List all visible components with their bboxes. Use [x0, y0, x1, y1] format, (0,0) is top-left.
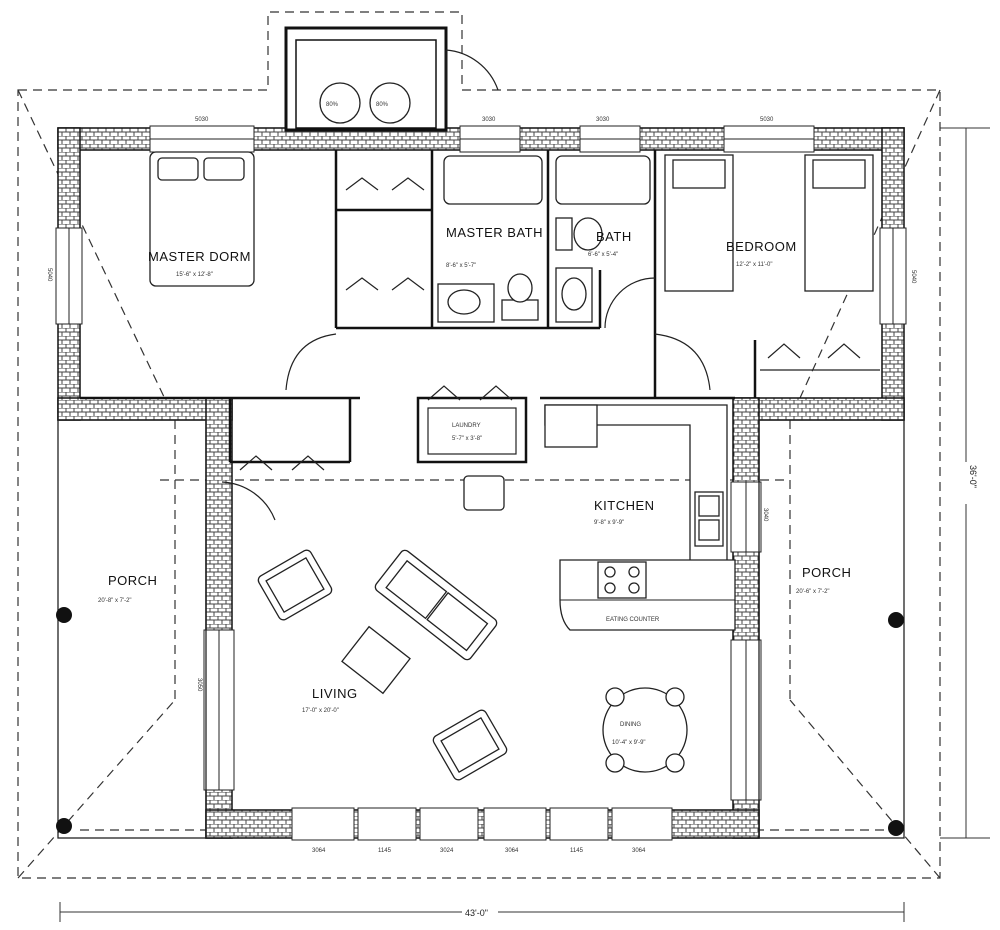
room-name-porch-right: PORCH — [802, 565, 851, 580]
bed-icon — [149, 151, 255, 287]
post-icon — [888, 612, 904, 628]
room-name-master-dorm: MASTER DORM — [148, 249, 251, 264]
sink-icon — [447, 289, 481, 315]
eating-counter-label: EATING COUNTER — [606, 617, 660, 623]
room-size-kitchen: 9'-8" x 9'-9" — [594, 520, 624, 526]
room-size-laundry: 5'-7" x 3'-8" — [452, 436, 482, 442]
entry-closet — [221, 385, 513, 521]
window-tag: 3064 — [632, 848, 646, 854]
master-dorm-furniture — [149, 151, 425, 291]
room-name-kitchen: KITCHEN — [594, 498, 655, 513]
island-icon — [463, 475, 505, 511]
toilet-icon — [507, 273, 533, 303]
room-name-master-bath: MASTER BATH — [446, 225, 543, 240]
window-tag: 5030 — [760, 117, 774, 123]
dining-table — [602, 687, 688, 773]
toilet-icon — [573, 217, 603, 251]
door-swing-icon — [221, 481, 276, 521]
window-tag: 5030 — [195, 117, 209, 123]
tank-2-label: 80% — [376, 102, 389, 108]
overall-depth-label: 36'-0" — [968, 465, 978, 488]
window-tag: 3024 — [440, 848, 454, 854]
post-icon — [888, 820, 904, 836]
overall-width-label: 43'-0" — [465, 908, 488, 918]
room-size-living: 17'-0" x 20'-0" — [302, 708, 339, 714]
sofa-icon — [374, 549, 498, 661]
room-size-porch-left: 20'-8" x 7'-2" — [98, 598, 132, 604]
room-labels: MASTER DORM 15'-6" x 12'-8" MASTER BATH … — [98, 225, 851, 746]
tank-1-label: 80% — [326, 102, 339, 108]
window-tag: 3030 — [596, 117, 610, 123]
room-size-master-bath: 8'-6" x 5'-7" — [446, 263, 476, 269]
room-size-bath: 6'-6" x 5'-4" — [588, 252, 618, 258]
door-swing-icon — [604, 277, 656, 329]
room-name-dining: DINING — [620, 722, 641, 728]
coffee-table-icon — [341, 625, 411, 695]
room-name-bath: BATH — [596, 229, 632, 244]
window-tag: 1145 — [570, 848, 584, 854]
cooktop-icon — [597, 561, 647, 599]
window-tag: 3040 — [762, 508, 768, 522]
post-icon — [56, 607, 72, 623]
window-tag: 3030 — [482, 117, 496, 123]
room-size-porch-right: 20'-6" x 7'-2" — [796, 589, 830, 595]
bathtub-icon — [555, 155, 651, 205]
sink-icon — [561, 277, 587, 311]
bathtub-icon — [443, 155, 543, 205]
dining-table-icon — [602, 687, 688, 773]
room-name-laundry: LAUNDRY — [452, 423, 481, 429]
armchair-icon — [257, 549, 333, 621]
room-name-bedroom: BEDROOM — [726, 239, 797, 254]
kitchen-fixtures: EATING COUNTER — [463, 404, 736, 631]
window-tag: 5040 — [910, 270, 916, 284]
room-size-master-dorm: 15'-6" x 12'-8" — [176, 272, 213, 278]
room-size-dining: 10'-4" x 9'-9" — [612, 740, 646, 746]
window-tag: 1145 — [378, 848, 392, 854]
exterior-walls — [55, 125, 907, 841]
bath-fixtures — [555, 155, 656, 329]
window-tag: 3050 — [196, 678, 202, 692]
living-furniture — [257, 549, 508, 781]
tank-icon-1 — [319, 82, 361, 124]
room-size-bedroom: 12'-2" x 11'-0" — [736, 262, 772, 268]
tank-room: 80% 80% — [284, 26, 499, 132]
porches — [56, 419, 905, 839]
tank-icon-2 — [369, 82, 411, 124]
room-name-living: LIVING — [312, 686, 358, 701]
window-tag: 5040 — [46, 268, 52, 282]
master-bath-fixtures — [437, 155, 543, 323]
window-tag: 3064 — [505, 848, 519, 854]
dimension-lines: 43'-0" 36'-0" — [59, 127, 990, 922]
room-name-porch-left: PORCH — [108, 573, 157, 588]
window-tag: 3064 — [312, 848, 326, 854]
post-icon — [56, 818, 72, 834]
armchair-icon — [432, 709, 508, 781]
door-swing-icon — [445, 49, 499, 91]
bedroom-furniture — [664, 154, 880, 371]
window-tags: 5030 3030 3030 5030 3064 1145 3024 3064 … — [46, 117, 916, 854]
